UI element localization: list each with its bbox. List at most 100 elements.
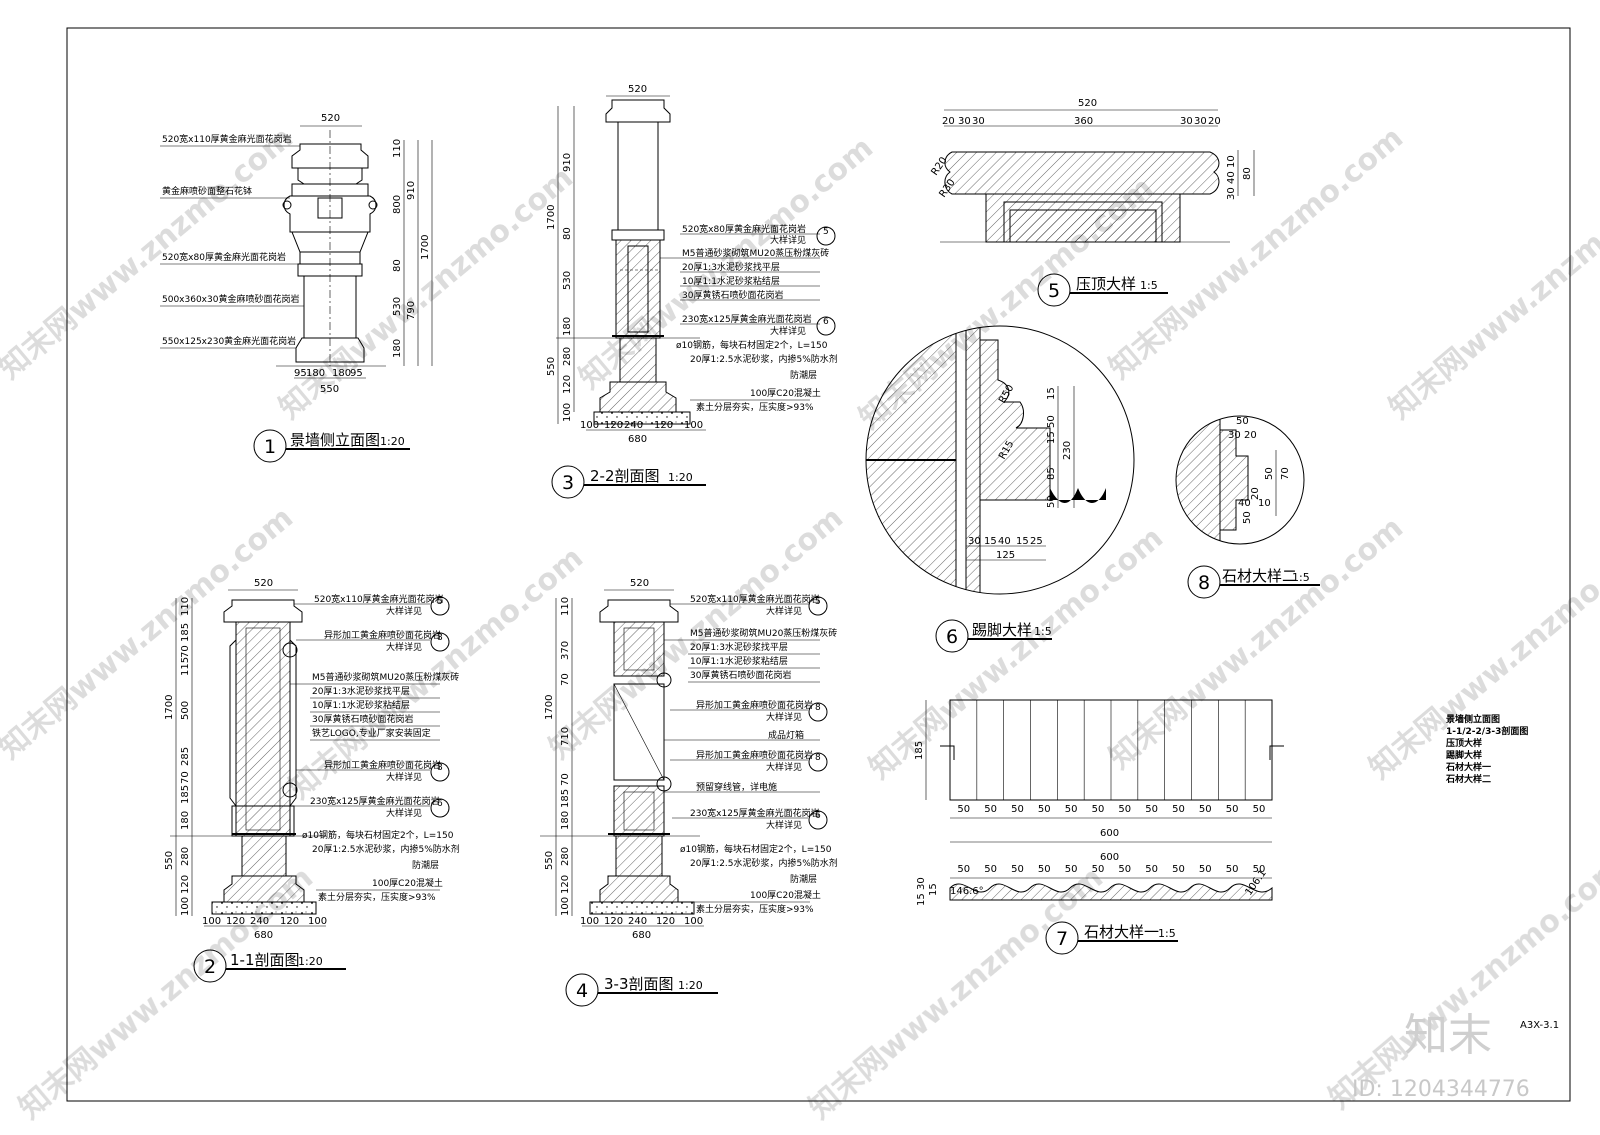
svg-text:大样详见: 大样详见: [770, 325, 806, 337]
svg-text:600: 600: [1100, 828, 1119, 839]
dim: 910: [406, 181, 417, 200]
svg-text:大样详见: 大样详见: [766, 711, 802, 723]
svg-text:4: 4: [576, 980, 588, 1002]
svg-text:500: 500: [180, 701, 191, 720]
svg-text:100: 100: [580, 420, 599, 431]
segment-dim: 50: [1226, 804, 1239, 815]
view-title: 景墙侧立面图: [290, 431, 380, 449]
svg-text:15: 15: [928, 883, 939, 896]
svg-text:25: 25: [1030, 536, 1043, 547]
svg-text:M5普通砂浆砌筑MU20蒸压粉煤灰砖: M5普通砂浆砌筑MU20蒸压粉煤灰砖: [682, 247, 829, 259]
segment-dim: 50: [1011, 804, 1024, 815]
svg-text:预留穿线管，详电施: 预留穿线管，详电施: [696, 781, 777, 793]
svg-text:10厚1:1水泥砂浆粘结层: 10厚1:1水泥砂浆粘结层: [682, 275, 780, 287]
segment-dim: 50: [984, 864, 997, 875]
svg-text:1:5: 1:5: [1140, 279, 1158, 292]
note: 520宽x110厚黄金麻光面花岗岩: [162, 133, 292, 145]
svg-text:30: 30: [1226, 187, 1237, 200]
svg-text:1:20: 1:20: [678, 979, 703, 992]
svg-text:70: 70: [560, 673, 571, 686]
svg-text:100厚C20混凝土: 100厚C20混凝土: [372, 877, 443, 889]
svg-text:20厚1:3水泥砂浆找平层: 20厚1:3水泥砂浆找平层: [312, 685, 410, 697]
svg-text:1: 1: [264, 436, 276, 458]
svg-text:防潮层: 防潮层: [790, 873, 817, 885]
svg-text:100: 100: [580, 916, 599, 927]
svg-text:100: 100: [684, 420, 703, 431]
svg-text:素土分层夯实，压实度>93%: 素土分层夯实，压实度>93%: [696, 401, 814, 413]
svg-text:230宽x125厚黄金麻光面花岗岩: 230宽x125厚黄金麻光面花岗岩: [690, 807, 820, 819]
segment-dim: 50: [957, 864, 970, 875]
svg-text:680: 680: [628, 434, 647, 445]
segment-dim: 50: [1199, 864, 1212, 875]
view-4-notes: 520宽x110厚黄金麻光面花岗岩 大样详见 5 M5普通砂浆砌筑MU20蒸压粉…: [664, 593, 838, 915]
dim: 180: [392, 339, 403, 358]
svg-text:520宽x110厚黄金麻光面花岗岩: 520宽x110厚黄金麻光面花岗岩: [690, 593, 820, 605]
svg-text:ø10钢筋，每块石材固定2个，L=150: ø10钢筋，每块石材固定2个，L=150: [676, 339, 828, 351]
svg-text:石材大样一: 石材大样一: [1445, 761, 1491, 773]
dim: 180: [332, 368, 351, 379]
svg-text:20: 20: [1250, 487, 1261, 500]
svg-text:30厚黄锈石喷砂面花岗岩: 30厚黄锈石喷砂面花岗岩: [682, 289, 783, 301]
svg-text:6: 6: [437, 799, 443, 809]
svg-text:85: 85: [1046, 467, 1057, 480]
svg-text:大样详见: 大样详见: [770, 234, 806, 246]
svg-text:30: 30: [1194, 116, 1207, 127]
svg-text:50: 50: [1046, 415, 1057, 428]
segment-dim: 50: [1172, 864, 1185, 875]
svg-text:360: 360: [1074, 116, 1093, 127]
svg-text:20: 20: [1244, 430, 1257, 441]
view-8-title: 8 石材大样二 1:5: [1187, 565, 1320, 599]
svg-text:10: 10: [1226, 155, 1237, 168]
svg-text:146.6°: 146.6°: [950, 886, 984, 897]
dim: 530: [392, 297, 403, 316]
segment-dim: 50: [1253, 864, 1266, 875]
svg-text:踢脚大样: 踢脚大样: [972, 621, 1032, 639]
note: 520宽x80厚黄金麻光面花岗岩: [162, 251, 286, 263]
segment-dim: 50: [1011, 864, 1024, 875]
svg-text:压顶大样: 压顶大样: [1446, 737, 1482, 749]
svg-text:1700: 1700: [546, 205, 557, 230]
svg-text:40: 40: [998, 536, 1011, 547]
svg-text:石材大样二: 石材大样二: [1445, 773, 1491, 785]
segment-dim: 50: [1226, 864, 1239, 875]
svg-text:10厚1:1水泥砂浆粘结层: 10厚1:1水泥砂浆粘结层: [690, 655, 788, 667]
svg-text:1:5: 1:5: [1158, 927, 1176, 940]
svg-text:石材大样一: 石材大样一: [1084, 923, 1159, 941]
svg-text:1700: 1700: [544, 695, 555, 720]
segment-dim: 50: [1092, 804, 1105, 815]
svg-text:20厚1:2.5水泥砂浆，内掺5%防水剂: 20厚1:2.5水泥砂浆，内掺5%防水剂: [690, 857, 838, 869]
svg-text:1:5: 1:5: [1034, 625, 1052, 638]
svg-text:520宽x110厚黄金麻光面花岗岩: 520宽x110厚黄金麻光面花岗岩: [314, 593, 444, 605]
dim: 520: [628, 84, 647, 95]
segment-dim: 50: [1118, 864, 1131, 875]
view-5-title: 5 压顶大样 1:5: [1037, 273, 1168, 307]
svg-text:成品灯箱: 成品灯箱: [768, 729, 804, 741]
svg-text:520: 520: [1078, 98, 1097, 109]
svg-text:30: 30: [968, 536, 981, 547]
svg-text:30厚黄锈石喷砂面花岗岩: 30厚黄锈石喷砂面花岗岩: [312, 713, 413, 725]
view-7-stone-detail: [940, 699, 1284, 901]
segment-dim: 50: [1065, 864, 1078, 875]
svg-text:5: 5: [823, 227, 829, 237]
svg-text:石材大样二: 石材大样二: [1222, 567, 1297, 585]
svg-text:8: 8: [815, 753, 821, 763]
view-4-section: [589, 599, 695, 915]
svg-text:550: 550: [544, 851, 555, 870]
svg-text:素土分层夯实，压实度>93%: 素土分层夯实，压实度>93%: [696, 903, 814, 915]
svg-text:15: 15: [1046, 387, 1057, 400]
svg-text:防潮层: 防潮层: [790, 369, 817, 381]
svg-text:8: 8: [815, 703, 821, 713]
svg-text:710: 710: [560, 727, 571, 746]
segment-dim: 50: [1065, 804, 1078, 815]
watermark: 知末网www.znzmo.com: [273, 160, 580, 426]
svg-text:40: 40: [1238, 498, 1251, 509]
svg-text:素土分层夯实，压实度>93%: 素土分层夯实，压实度>93%: [318, 891, 436, 903]
svg-text:1700: 1700: [164, 695, 175, 720]
svg-text:7: 7: [1056, 928, 1068, 950]
svg-text:大样详见: 大样详见: [386, 605, 422, 617]
svg-text:120: 120: [280, 916, 299, 927]
svg-text:550: 550: [546, 357, 557, 376]
segment-dim: 50: [1092, 864, 1105, 875]
segment-dim: 50: [1145, 804, 1158, 815]
svg-text:1:20: 1:20: [298, 955, 323, 968]
